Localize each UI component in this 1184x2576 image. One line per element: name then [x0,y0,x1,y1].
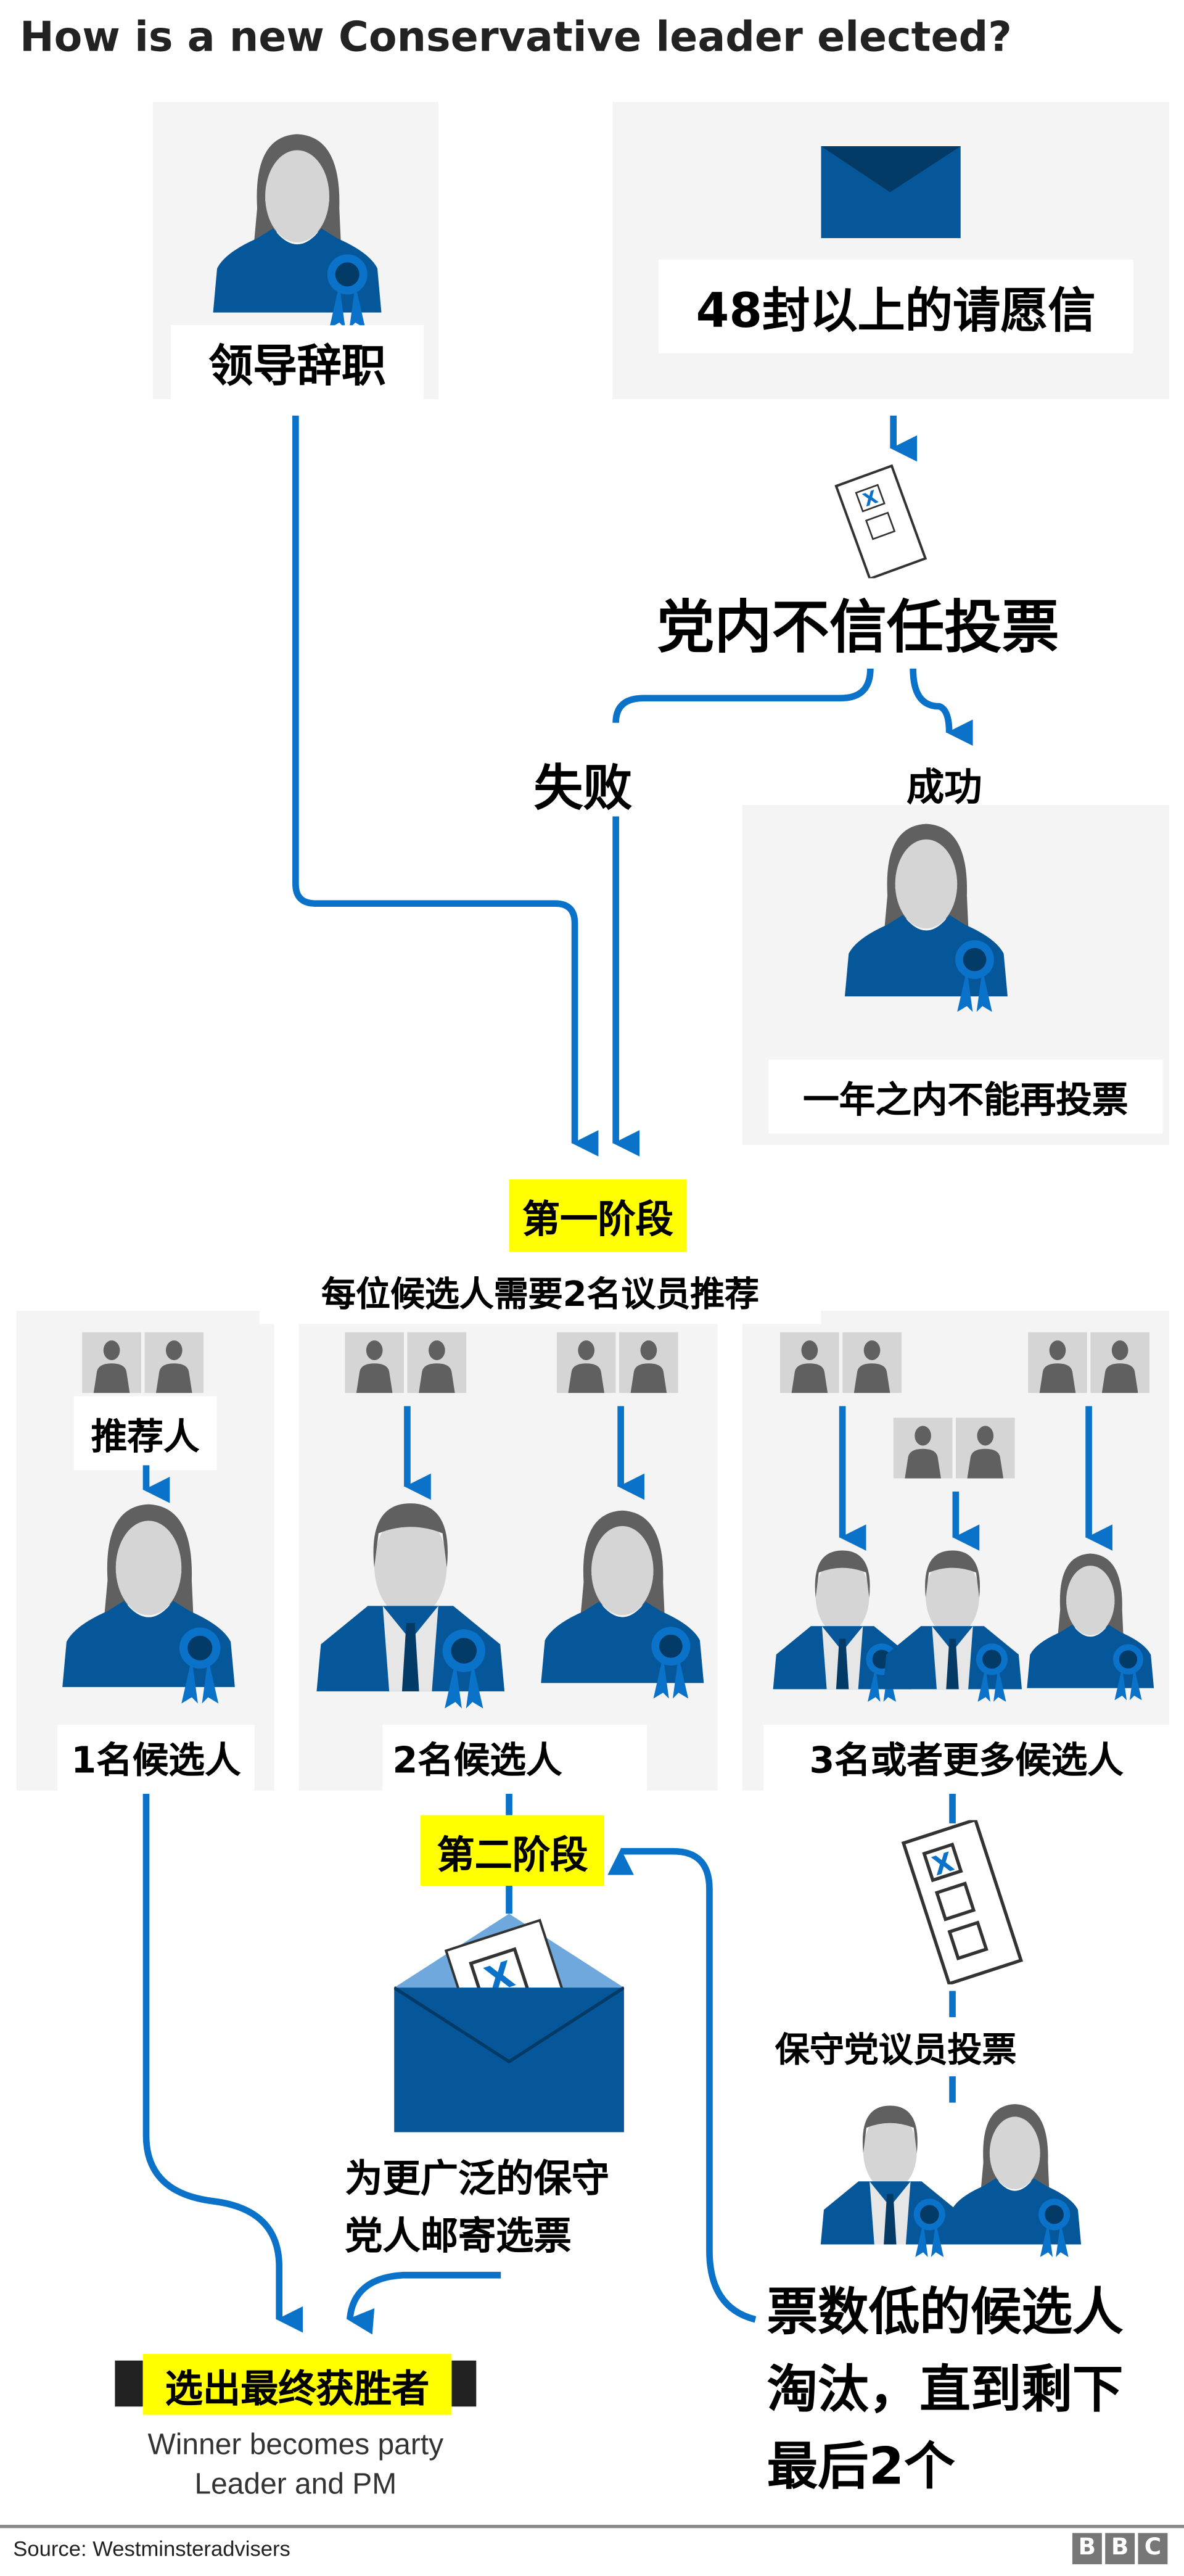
letters-label: 48封以上的请愿信 [658,259,1133,353]
result-bar-right [451,2360,477,2407]
confidence-vote-label: 党内不信任投票 [657,596,1059,663]
winner-label: 选出最终获胜者 [142,2354,452,2415]
ballot-paper-icon: X [834,464,927,579]
elimination-line-2: 淘汰，直到剩下 [767,2360,1124,2420]
bbc-logo-letter: B [1105,2533,1135,2564]
winner-caption-line-1: Winner becomes party [147,2427,444,2461]
bbc-logo: B B C [1072,2533,1168,2564]
stage-one-label: 第一阶段 [509,1179,687,1252]
postal-ballot-line-1: 为更广泛的保守 [345,2158,609,2202]
elimination-line-1: 票数低的候选人 [767,2283,1124,2343]
envelope-icon [821,146,961,239]
fail-label: 失败 [533,760,633,819]
page-title: How is a new Conservative leader elected… [19,13,1012,61]
ballot-paper-icon: X [901,1820,1024,1984]
postal-ballot-label: 为更广泛的保守 党人邮寄选票 [345,2152,609,2267]
source-text: Source: Westminsteradvisers [13,2536,290,2561]
stage-two-label: 第二阶段 [420,1815,604,1886]
result-bar-left [115,2360,143,2407]
two-candidates-label: 2名候选人 [382,1725,648,1791]
footer-divider [0,2525,1184,2529]
success-label: 成功 [906,767,982,810]
one-candidate-label: 1名候选人 [57,1725,255,1791]
bbc-logo-letter: B [1072,2533,1102,2564]
nomination-requirement: 每位候选人需要2名议员推荐 [259,1261,821,1324]
resignation-label: 领导辞职 [170,325,424,400]
resignation-arrow [292,415,599,1157]
success-arrow [910,668,973,746]
postal-ballot-envelope-icon: X [394,1913,624,2132]
winner-caption-line-2: Leader and PM [194,2467,397,2501]
elimination-loop-arrow [607,1847,757,2323]
three-plus-candidates-label: 3名或者更多候选人 [763,1725,1170,1791]
postal-ballot-arrow [346,2271,501,2335]
no-vote-for-year-label: 一年之内不能再投票 [768,1059,1163,1134]
postal-ballot-line-2: 党人邮寄选票 [345,2216,572,2259]
nominators-label: 推荐人 [73,1396,217,1471]
mp-vote-label: 保守党议员投票 [775,2030,1017,2070]
single-candidate-arrow [142,1793,303,2333]
elimination-line-3: 最后2个 [767,2437,955,2497]
bbc-logo-letter: C [1138,2533,1168,2564]
elimination-text: 票数低的候选人 淘汰，直到剩下 最后2个 [767,2275,1124,2506]
fail-branch-line [612,668,874,723]
winner-caption: Winner becomes party Leader and PM [99,2425,493,2504]
